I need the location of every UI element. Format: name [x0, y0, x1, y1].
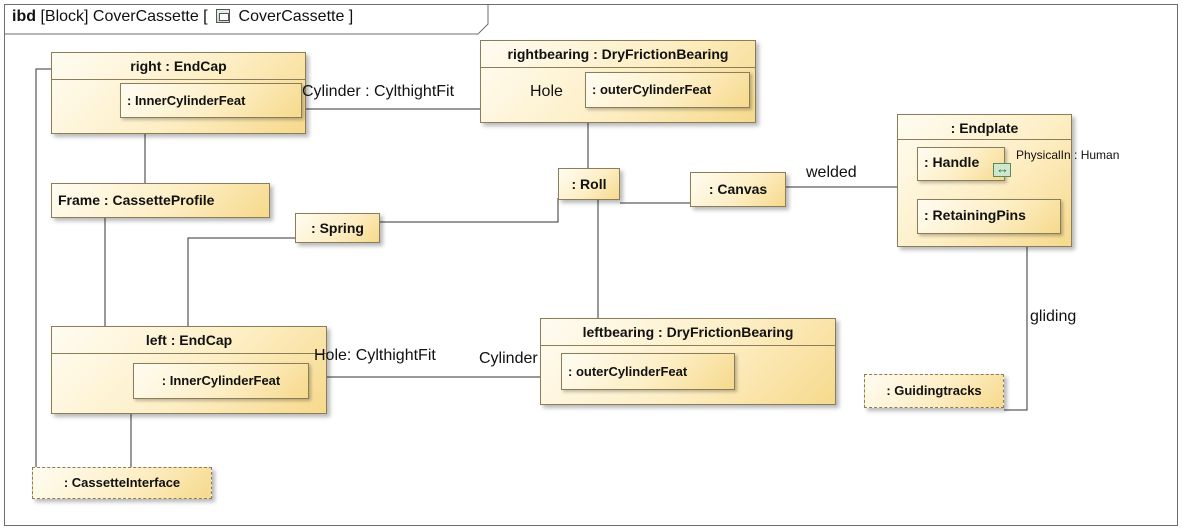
connector-right-interface: [32, 68, 51, 483]
port-leftbearing-outer-cylinder[interactable]: : outerCylinderFeat: [561, 353, 735, 390]
port-endplate-handle[interactable]: : Handle: [917, 147, 1005, 181]
part-spring[interactable]: : Spring: [295, 213, 380, 243]
part-leftbearing-title: leftbearing : DryFrictionBearing: [582, 324, 794, 340]
port-left-inner-label: : InnerCylinderFeat: [161, 373, 281, 388]
physicalin-port[interactable]: [993, 161, 1011, 177]
part-guidingtracks-title: : Guidingtracks: [886, 383, 982, 398]
part-canvas-title: : Canvas: [708, 181, 768, 197]
port-right-inner-label: : InnerCylinderFeat: [127, 93, 246, 108]
part-spring-title: : Spring: [311, 220, 364, 236]
connector-roll-spring: [380, 198, 559, 223]
part-canvas[interactable]: : Canvas: [690, 172, 786, 207]
diagram-frame: [4, 4, 1178, 526]
part-roll-title: : Roll: [571, 176, 607, 192]
part-leftbearing[interactable]: leftbearing : DryFrictionBearing : outer…: [540, 318, 836, 405]
part-cassetteinterface-title: : CassetteInterface: [63, 475, 181, 490]
part-right-title: right : EndCap: [130, 58, 227, 74]
part-rightbearing-title: rightbearing : DryFrictionBearing: [507, 46, 729, 62]
part-frame-title: Frame : CassetteProfile: [58, 192, 215, 208]
separator: [481, 67, 755, 68]
part-rightbearing[interactable]: rightbearing : DryFrictionBearing : oute…: [480, 40, 756, 123]
part-endplate-title: : Endplate: [950, 120, 1019, 136]
part-right-endcap[interactable]: right : EndCap : InnerCylinderFeat: [51, 52, 306, 134]
port-rightbearing-outer-label: : outerCylinderFeat: [592, 82, 712, 97]
label-hole-cylthightfit-bottom: Hole: CylthightFit: [314, 347, 436, 364]
part-frame-cassetteprofile[interactable]: Frame : CassetteProfile: [51, 183, 270, 218]
separator: [52, 353, 326, 354]
separator: [541, 345, 835, 346]
connector-spring-left: [187, 237, 295, 326]
port-handle-label: : Handle: [924, 154, 980, 170]
port-right-inner-cylinder[interactable]: : InnerCylinderFeat: [120, 83, 302, 118]
part-left-title: left : EndCap: [145, 332, 233, 348]
part-guidingtracks[interactable]: : Guidingtracks: [864, 374, 1004, 408]
label-hole-top: Hole: [530, 83, 563, 100]
port-endplate-retainingpins[interactable]: : RetainingPins: [917, 199, 1061, 234]
part-left-endcap[interactable]: left : EndCap : InnerCylinderFeat: [51, 326, 327, 414]
part-roll[interactable]: : Roll: [558, 168, 620, 200]
part-cassetteinterface[interactable]: : CassetteInterface: [32, 467, 212, 499]
connector-retaining-guiding: [1004, 233, 1028, 411]
separator: [52, 79, 305, 80]
part-endplate[interactable]: : Endplate : Handle : RetainingPins: [897, 114, 1072, 247]
label-physicalin-human: PhysicalIn : Human: [1016, 148, 1120, 162]
label-cylinder-bottom: Cylinder: [479, 350, 538, 367]
separator: [898, 139, 1071, 140]
port-leftbearing-outer-label: : outerCylinderFeat: [568, 364, 688, 379]
label-welded: welded: [806, 164, 857, 181]
port-retainingpins-label: : RetainingPins: [924, 207, 1026, 223]
label-cylinder-cylthightfit-top: Cylinder : CylthightFit: [302, 83, 455, 100]
port-rightbearing-outer-cylinder[interactable]: : outerCylinderFeat: [585, 72, 750, 108]
port-left-inner-cylinder[interactable]: : InnerCylinderFeat: [133, 363, 309, 399]
label-gliding: gliding: [1030, 308, 1077, 325]
